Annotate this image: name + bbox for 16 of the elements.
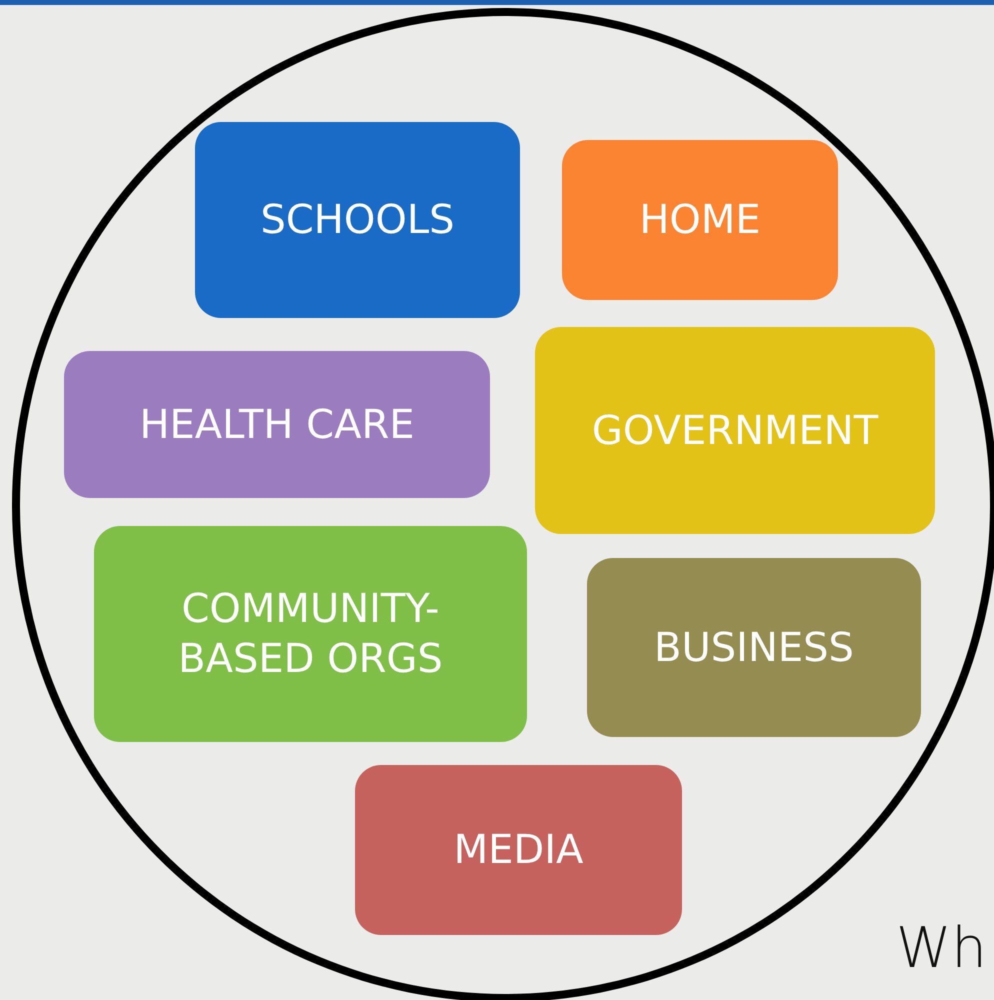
category-card [535,327,935,534]
category-label: SCHOOLS [260,196,455,245]
enclosing-circle [12,8,994,1000]
category-card [355,765,682,935]
category-label: COMMUNITY- BASED ORGS [177,585,444,684]
category-card [64,351,490,498]
category-label: HOME [639,196,761,245]
category-card [195,122,520,318]
category-label: GOVERNMENT [592,406,878,456]
category-label: HEALTH CARE [139,400,415,450]
category-card [562,140,838,300]
category-label: BUSINESS [654,624,854,672]
cut-off-caption: Wh [896,916,987,981]
category-label: MEDIA [454,826,584,875]
category-card [94,526,527,742]
category-card [587,558,921,737]
